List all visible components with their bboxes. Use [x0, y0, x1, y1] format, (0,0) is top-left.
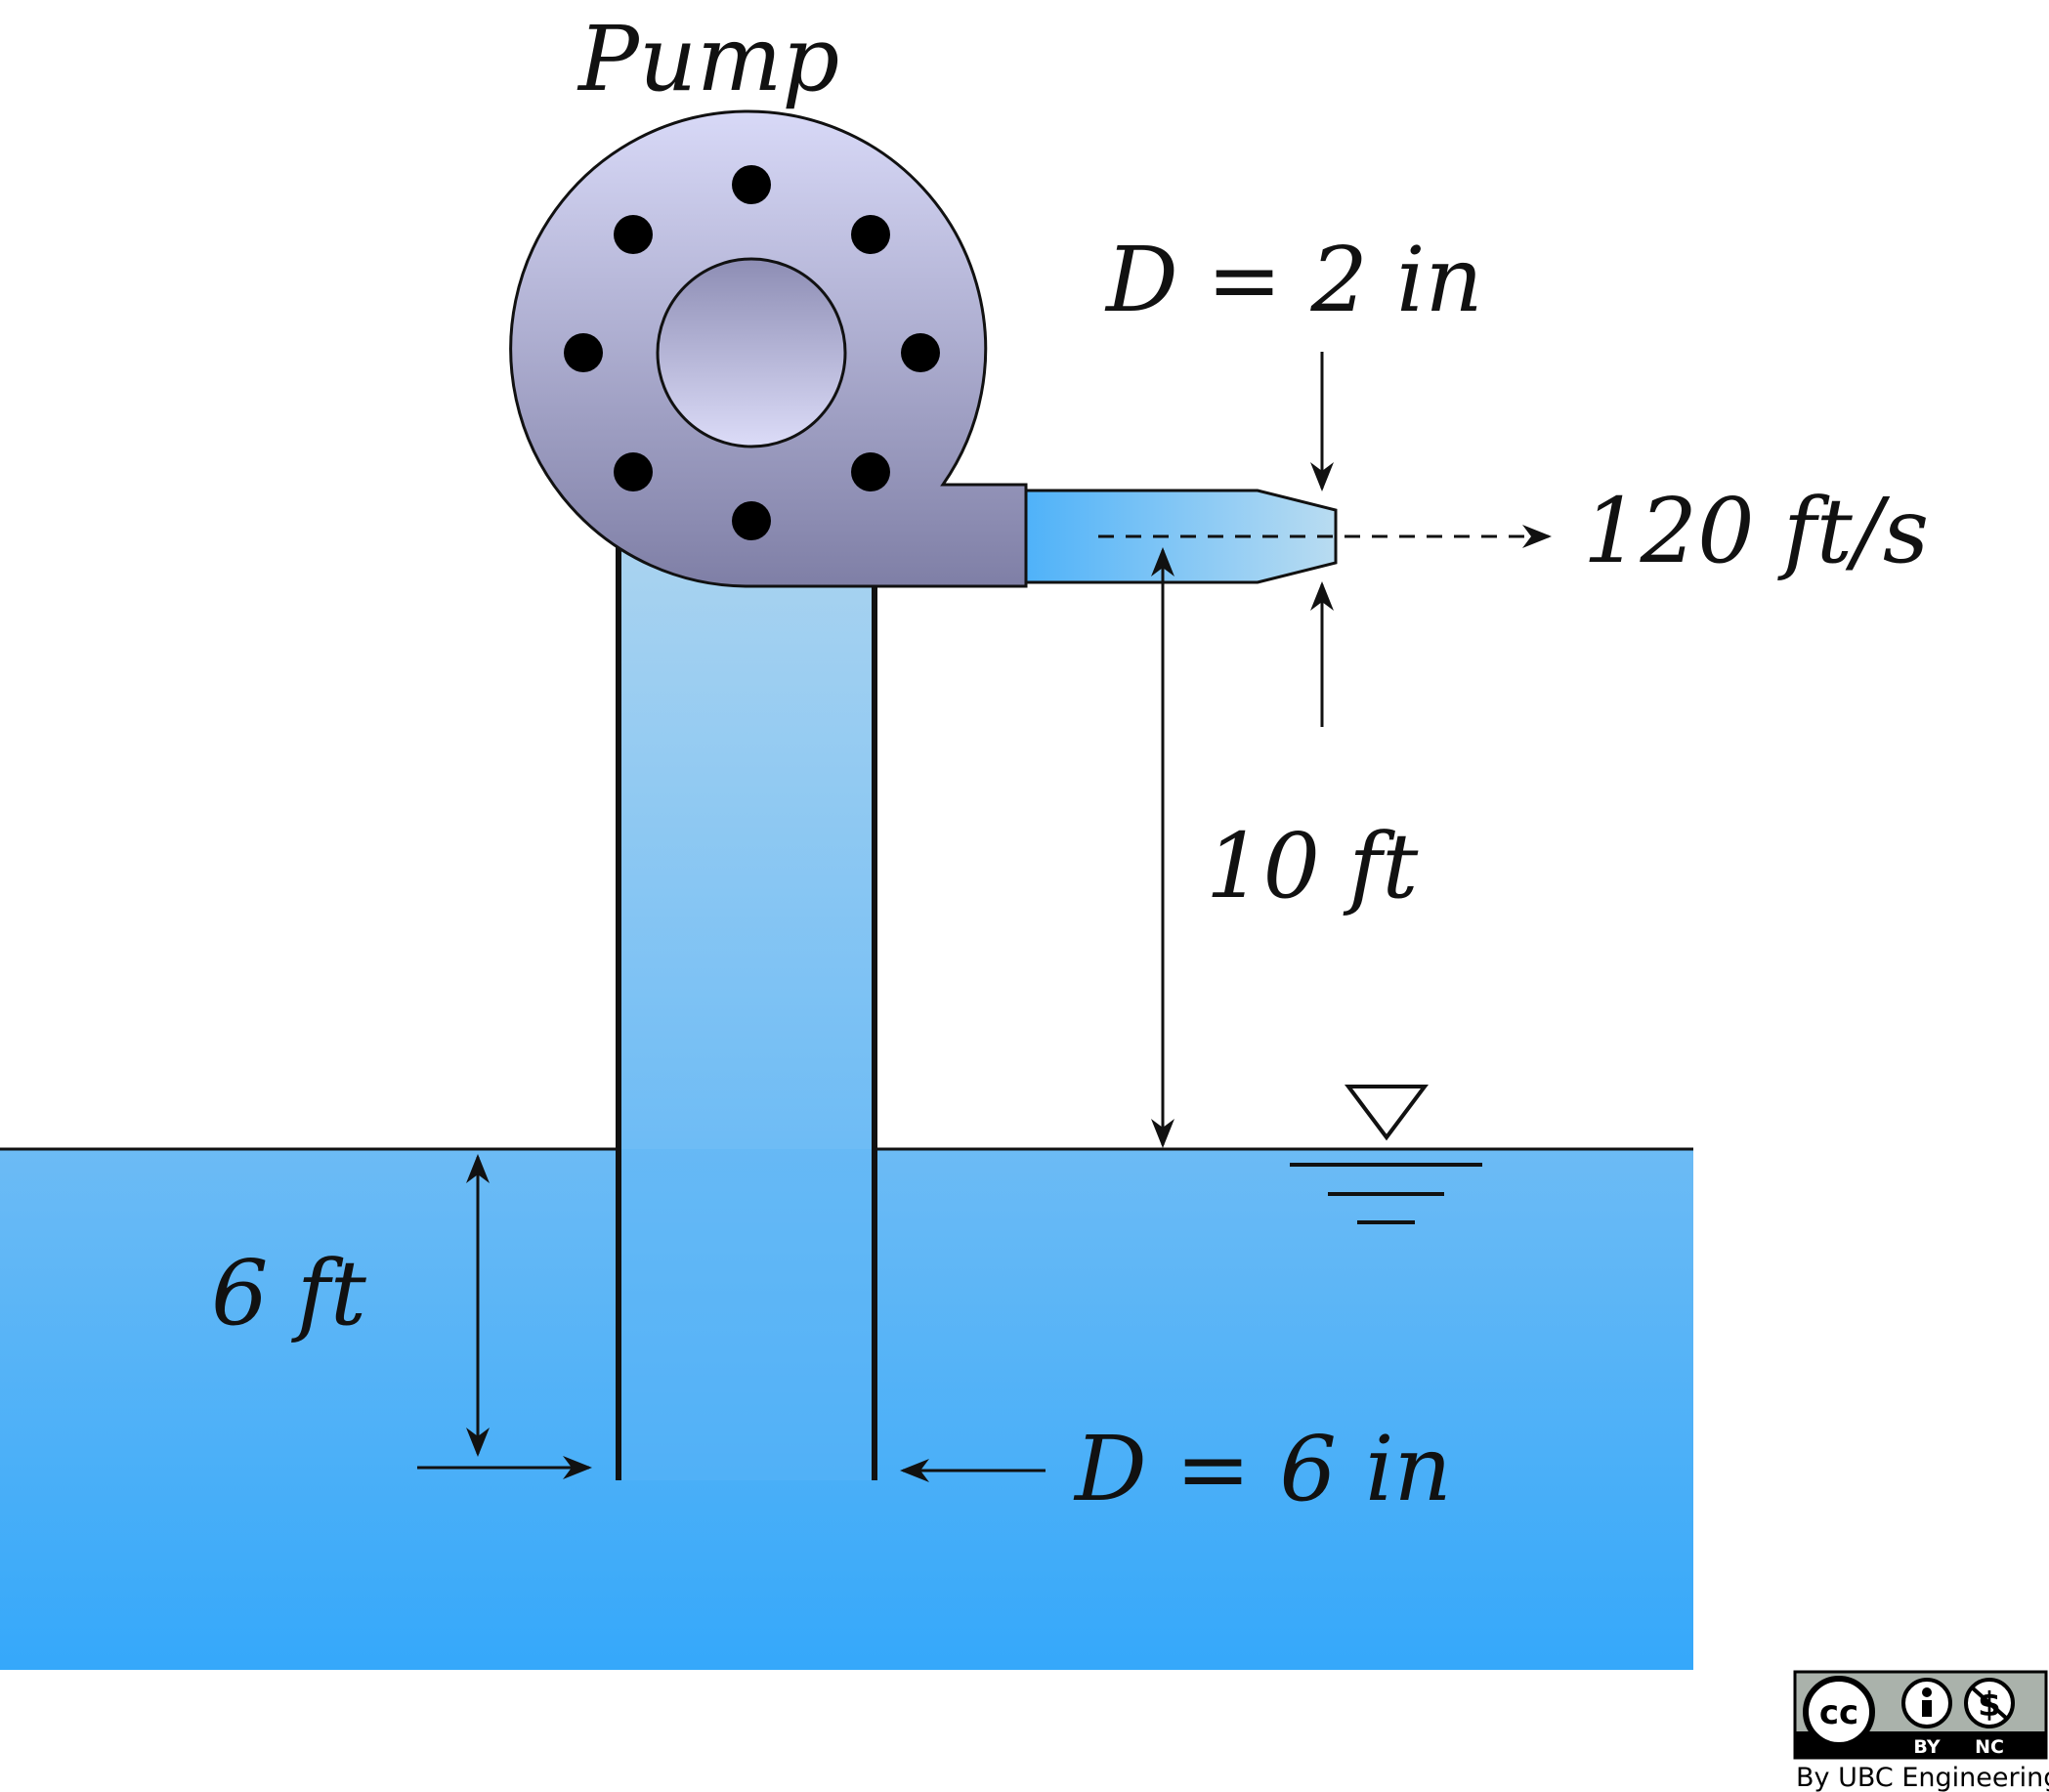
bolt-hole — [564, 333, 603, 372]
jet-velocity-label: 120 ft/s — [1583, 479, 1929, 583]
elevation-label: 10 ft — [1206, 814, 1419, 918]
noncommercial-icon-slash — [1970, 1685, 2009, 1721]
cc-by-text: BY — [1913, 1736, 1940, 1758]
free-surface-symbol — [1290, 1085, 1482, 1224]
nozzle-diameter-label: D = 2 in — [1104, 228, 1483, 332]
bolt-hole — [901, 333, 940, 372]
pump-label: Pump — [576, 7, 839, 111]
attribution-icon-body — [1922, 1700, 1932, 1717]
submergence-label: 6 ft — [211, 1241, 367, 1345]
pump-hub — [656, 257, 847, 448]
suction-pipe-submerged — [619, 1149, 875, 1480]
bolt-hole — [851, 215, 890, 254]
bolt-hole — [851, 452, 890, 491]
suction-pipe — [619, 547, 875, 1480]
free-surface-triangle — [1345, 1085, 1429, 1141]
bolt-hole — [614, 452, 653, 491]
pump-bolt-holes — [564, 165, 940, 540]
license-credit: By UBC Engineering — [1796, 1763, 2049, 1792]
pipe-diameter-label: D = 6 in — [1073, 1417, 1452, 1521]
attribution-icon-head — [1922, 1687, 1932, 1697]
cc-icon-text: cc — [1819, 1693, 1858, 1732]
cc-license-badge: cc $ BY NC — [1793, 1670, 2048, 1760]
cc-nc-text: NC — [1975, 1736, 2004, 1758]
cc-icon — [1803, 1676, 1875, 1748]
bolt-hole — [732, 165, 771, 204]
bolt-hole — [614, 215, 653, 254]
bolt-hole — [732, 501, 771, 540]
